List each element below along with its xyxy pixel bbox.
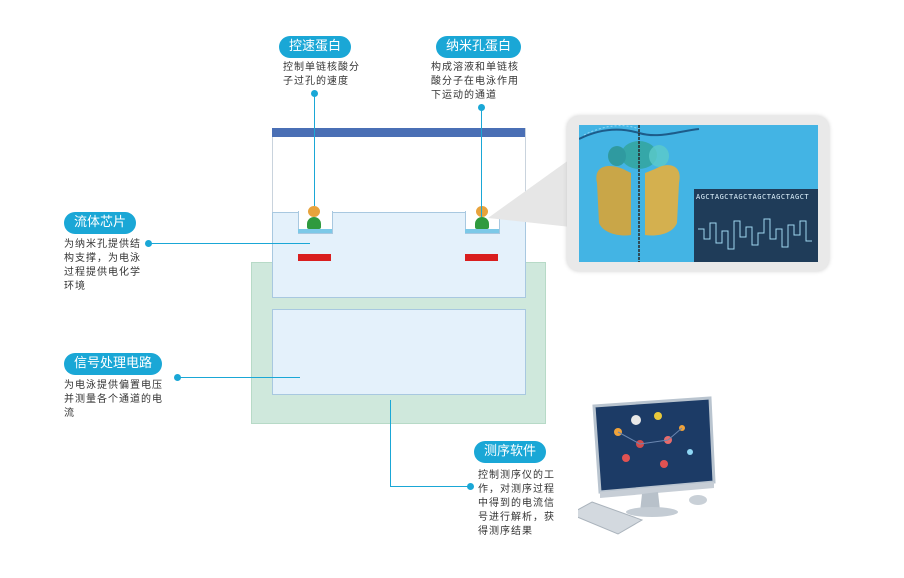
signal-circuit-chip [272,309,526,395]
left-membrane [298,229,332,233]
nanopore-illustration [579,125,700,262]
sequencing-software-label: 测序软件 [474,441,547,463]
right-nanopore-protein [475,217,489,229]
sequencing-software-leader-v [390,400,391,487]
speed-protein-leader [314,94,315,206]
signal-circuit-leader [180,377,300,378]
left-nanopore-protein [307,217,321,229]
nanopore-protein-leader [481,108,482,217]
right-speed-protein [476,206,488,217]
fluidic-chip-dot [145,240,152,247]
current-trace [698,218,812,250]
left-speed-protein [308,206,320,217]
signal-circuit-label: 信号处理电路 [64,353,163,375]
zoom-panel: AGCTAGCTAGCTAGCTAGCTAGCT [567,116,829,271]
signal-readout-panel: AGCTAGCTAGCTAGCTAGCTAGCT [694,189,818,262]
computer-illustration [578,396,716,535]
zoom-connector [488,152,580,228]
signal-circuit-desc: 为电泳提供偏置电压 并测量各个通道的电 流 [64,380,163,419]
signal-circuit-dot [174,374,181,381]
fluidic-chip-label: 流体芯片 [64,212,137,234]
fluidic-chip-leader [150,243,310,244]
speed-protein-desc: 控制单链核酸分 子过孔的速度 [283,62,360,87]
nanopore-protein-dot [478,104,485,111]
right-membrane [465,229,499,233]
fluidic-chip-desc: 为纳米孔提供结 构支撑，为电泳 过程提供电化学 环境 [64,239,141,292]
sequence-text: AGCTAGCTAGCTAGCTAGCTAGCT [696,193,810,201]
right-electrode [465,254,498,261]
nanopore-protein-desc: 构成溶液和单链核 酸分子在电泳作用 下运动的通道 [431,62,519,101]
top-cover-bar [272,128,525,137]
sequencing-software-dot [467,483,474,490]
zoom-image: AGCTAGCTAGCTAGCTAGCTAGCT [579,125,818,262]
speed-protein-dot [311,90,318,97]
nanopore-protein-label: 纳米孔蛋白 [436,36,522,58]
sequencing-software-desc: 控制测序仪的工 作，对测序过程 中得到的电流信 号进行解析，获 得测序结果 [478,470,555,537]
speed-protein-label: 控速蛋白 [279,36,352,58]
sequencing-software-leader-h [390,486,468,487]
left-electrode [298,254,331,261]
